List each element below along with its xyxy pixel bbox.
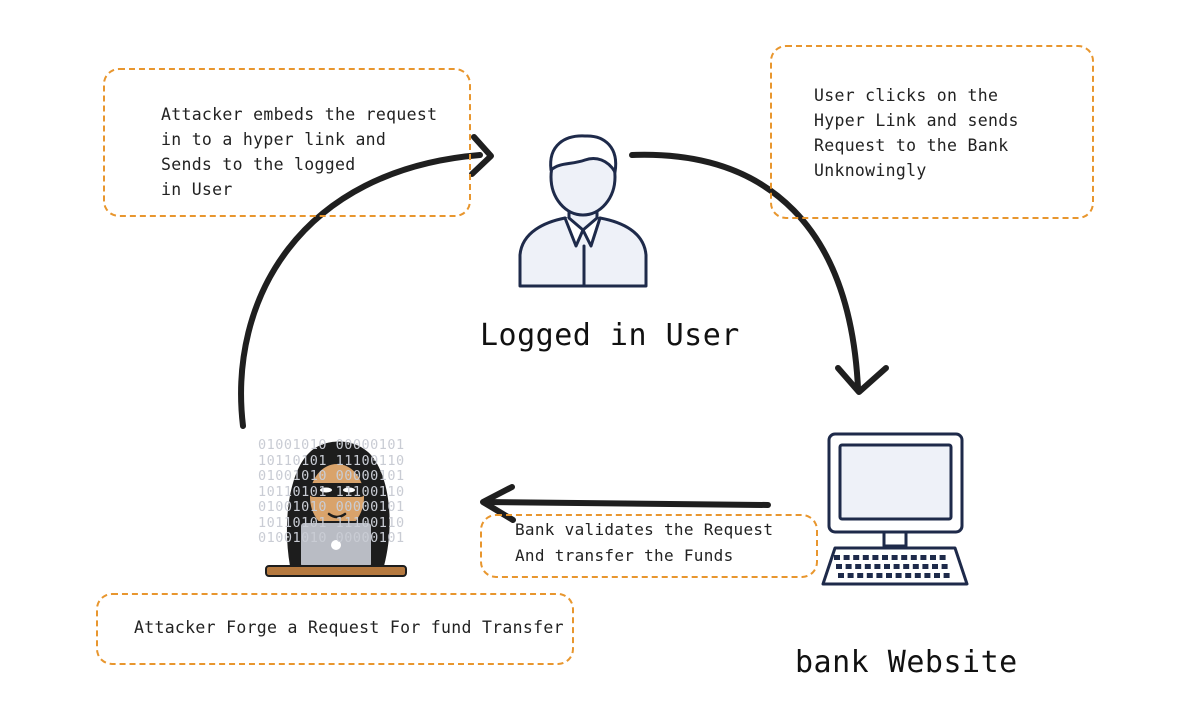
keyboard-key xyxy=(912,564,919,569)
keyboard-key xyxy=(910,555,917,560)
keyboard-key xyxy=(939,555,946,560)
keyboard-key xyxy=(874,564,881,569)
monitor-screen xyxy=(838,443,953,521)
note-user-clicks: User clicks on the Hyper Link and sends … xyxy=(770,45,1094,219)
keyboard-key xyxy=(895,573,902,578)
keyboard-key xyxy=(834,555,840,560)
note-bank-validates: Bank validates the Request And transfer … xyxy=(480,514,818,578)
keyboard-key xyxy=(855,564,862,569)
keyboard-keys xyxy=(834,555,950,578)
keyboard-key xyxy=(847,573,854,578)
desktop-computer-icon xyxy=(821,432,969,586)
note-line: Request to the Bank xyxy=(814,136,1009,155)
binary-row: 01001010 00000101 xyxy=(258,468,405,484)
note-line: in User xyxy=(161,180,233,199)
arrow-user-to-bank xyxy=(629,151,861,391)
note-line: Attacker embeds the request xyxy=(161,105,438,124)
keyboard-key xyxy=(941,564,948,569)
keyboard-key xyxy=(891,555,898,560)
keyboard-key xyxy=(886,573,892,578)
arrow-attacker-to-user xyxy=(238,152,483,429)
arrowhead-user-to-bank xyxy=(835,365,889,395)
keyboard-key xyxy=(872,555,879,560)
keyboard-key xyxy=(905,573,912,578)
keyboard-key xyxy=(884,564,890,569)
flow-arrows xyxy=(238,134,889,523)
keyboard-key xyxy=(853,555,860,560)
keyboard-key xyxy=(862,555,869,560)
keyboard-key xyxy=(922,564,929,569)
keyboard-key xyxy=(843,555,850,560)
keyboard-key xyxy=(932,564,938,569)
binary-row: 10110101 11100110 xyxy=(258,514,405,531)
monitor-stand xyxy=(882,530,908,548)
keyboard-key xyxy=(930,555,936,560)
note-attacker-forge: Attacker Forge a Request For fund Transf… xyxy=(96,593,574,665)
note-line: User clicks on the xyxy=(814,86,999,105)
keyboard-key xyxy=(857,573,864,578)
label-bank-website: bank Website xyxy=(795,645,1018,680)
note-attacker-embeds: Attacker embeds the request in to a hype… xyxy=(103,68,471,217)
note-line: in to a hyper link and xyxy=(161,130,387,149)
binary-row: 10110101 11100110 xyxy=(258,483,405,500)
keyboard-key xyxy=(901,555,908,560)
note-line: Attacker Forge a Request For fund Transf… xyxy=(134,618,564,637)
user-avatar-icon xyxy=(518,134,648,288)
note-line: Sends to the logged xyxy=(161,155,356,174)
binary-row: 10110101 11100110 xyxy=(258,452,405,469)
keyboard-key xyxy=(866,573,873,578)
hacker-desk xyxy=(265,565,407,577)
keyboard-key xyxy=(864,564,871,569)
keyboard-key xyxy=(876,573,883,578)
note-line: Hyper Link and sends xyxy=(814,111,1019,130)
keyboard-key xyxy=(924,573,931,578)
hacker-icon xyxy=(265,441,407,577)
keyboard-key xyxy=(882,555,888,560)
note-line: And transfer the Funds xyxy=(515,546,734,565)
note-line: Unknowingly xyxy=(814,161,927,180)
binary-row: 01001010 00000101 xyxy=(258,530,405,546)
hacker-mask xyxy=(308,483,366,497)
label-logged-in-user: Logged in User xyxy=(480,318,740,353)
note-line: Bank validates the Request xyxy=(515,520,774,539)
keyboard-key xyxy=(845,564,852,569)
keyboard-key xyxy=(943,573,950,578)
keyboard-key xyxy=(914,573,921,578)
keyboard-key xyxy=(836,564,842,569)
keyboard-key xyxy=(903,564,910,569)
binary-row: 01001010 00000101 xyxy=(258,499,405,515)
keyboard-key xyxy=(838,573,844,578)
arrow-bank-to-attacker xyxy=(481,499,771,508)
binary-row: 01001010 00000101 xyxy=(258,437,405,453)
user-hair xyxy=(549,134,618,174)
arrowhead-attacker-to-user xyxy=(469,134,494,177)
keyboard-key xyxy=(934,573,940,578)
keyboard-key xyxy=(893,564,900,569)
keyboard-key xyxy=(920,555,927,560)
